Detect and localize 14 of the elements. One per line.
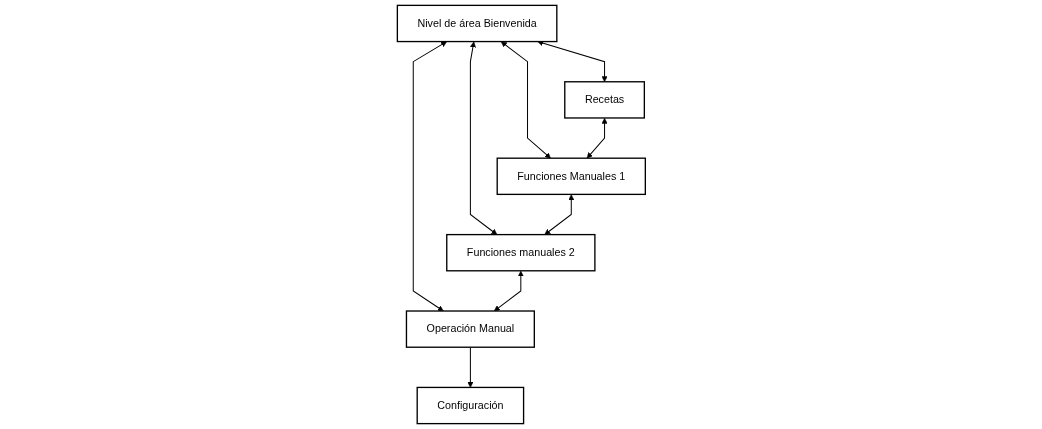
node-box: Funciones manuales 2	[445, 233, 596, 272]
node-box: Configuración	[416, 386, 524, 425]
node-box: Operación Manual	[405, 310, 535, 348]
arrow	[500, 41, 551, 159]
node-box: Funciones Manuales 1	[496, 157, 646, 196]
arrow	[586, 117, 608, 159]
node-box: Recetas	[563, 81, 645, 119]
arrow	[537, 40, 608, 83]
arrow	[412, 41, 447, 312]
node-box: Nivel de área Bienvenida	[396, 4, 558, 43]
arrow	[469, 41, 497, 235]
arrow	[467, 346, 473, 388]
arrow	[544, 194, 574, 235]
arrow	[493, 270, 524, 312]
